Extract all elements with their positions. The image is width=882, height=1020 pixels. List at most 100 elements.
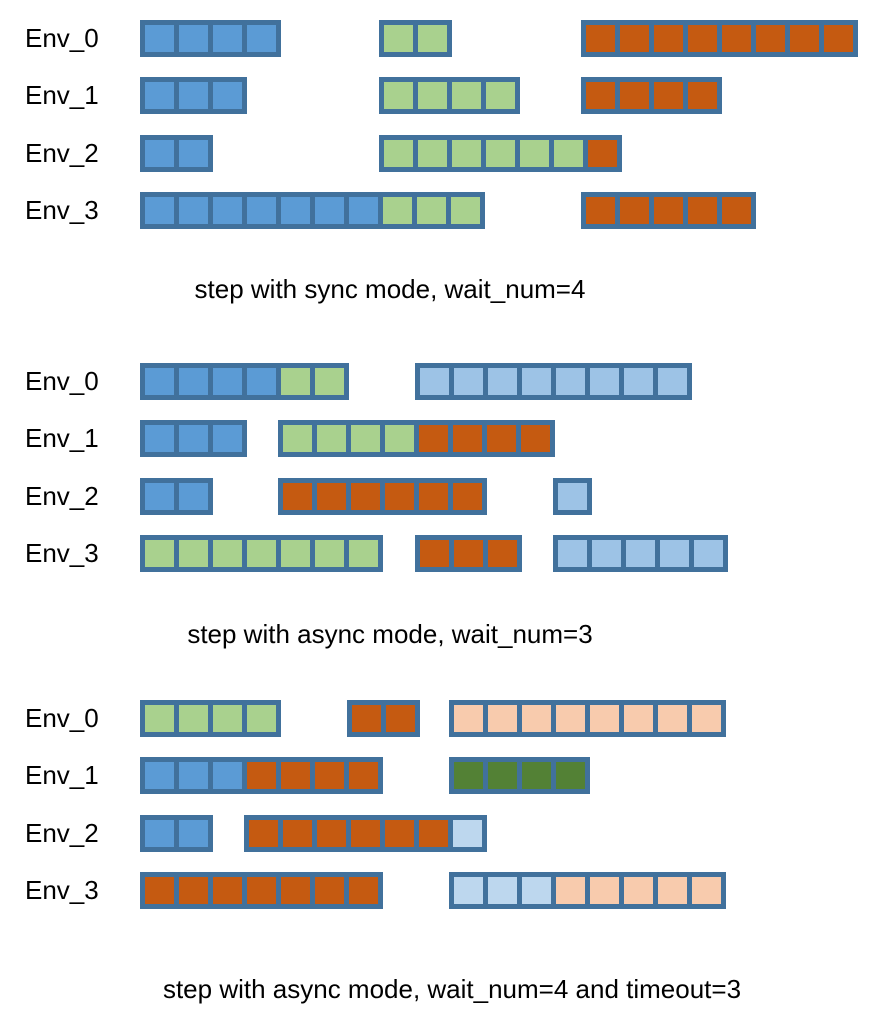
blue-step-cell	[145, 368, 174, 395]
blue-step-cell	[281, 197, 310, 224]
paleblue-step-cell	[488, 877, 517, 904]
orange-step-cell	[386, 705, 415, 732]
step-bar	[278, 478, 487, 515]
blue-step-cell	[179, 425, 208, 452]
orange-step-cell	[247, 762, 276, 789]
orange-step-cell	[586, 25, 615, 52]
env-row: Env_3	[0, 192, 882, 229]
blue-step-cell	[247, 368, 276, 395]
lightblue-step-cell	[694, 540, 723, 567]
env-label: Env_3	[25, 195, 99, 225]
orange-step-cell	[453, 483, 482, 510]
orange-step-cell	[654, 25, 683, 52]
orange-step-cell	[756, 25, 785, 52]
green-step-cell	[281, 540, 310, 567]
peach-step-cell	[624, 705, 653, 732]
step-bar	[140, 478, 213, 515]
orange-step-cell	[722, 197, 751, 224]
lightblue-step-cell	[558, 540, 587, 567]
blue-step-cell	[179, 483, 208, 510]
step-bar	[581, 20, 858, 57]
step-bar	[140, 20, 281, 57]
env-row: Env_1	[0, 757, 882, 794]
orange-step-cell	[688, 25, 717, 52]
blue-step-cell	[315, 197, 344, 224]
orange-step-cell	[349, 877, 378, 904]
blue-step-cell	[213, 368, 242, 395]
green-step-cell	[384, 82, 413, 109]
green-step-cell	[351, 425, 380, 452]
orange-step-cell	[351, 820, 380, 847]
lightblue-step-cell	[592, 540, 621, 567]
darkgreen-step-cell	[556, 762, 585, 789]
blue-step-cell	[145, 82, 174, 109]
orange-step-cell	[688, 82, 717, 109]
step-bar	[379, 77, 520, 114]
blue-step-cell	[247, 25, 276, 52]
orange-step-cell	[247, 877, 276, 904]
env-label: Env_3	[25, 875, 99, 905]
green-step-cell	[452, 82, 481, 109]
peach-step-cell	[454, 705, 483, 732]
blue-step-cell	[145, 425, 174, 452]
green-step-cell	[283, 425, 312, 452]
green-step-cell	[418, 140, 447, 167]
green-step-cell	[349, 540, 378, 567]
green-step-cell	[452, 140, 481, 167]
step-bar	[347, 700, 420, 737]
peach-step-cell	[590, 705, 619, 732]
orange-step-cell	[654, 197, 683, 224]
blue-step-cell	[213, 762, 242, 789]
lightblue-step-cell	[556, 368, 585, 395]
env-row: Env_3	[0, 535, 882, 572]
orange-step-cell	[145, 877, 174, 904]
env-label: Env_2	[25, 138, 99, 168]
green-step-cell	[486, 82, 515, 109]
env-label: Env_3	[25, 538, 99, 568]
blue-step-cell	[145, 820, 174, 847]
blue-step-cell	[179, 762, 208, 789]
blue-step-cell	[179, 197, 208, 224]
step-bar	[449, 872, 726, 909]
green-step-cell	[451, 197, 480, 224]
green-step-cell	[247, 705, 276, 732]
env-label: Env_0	[25, 23, 99, 53]
orange-step-cell	[352, 705, 381, 732]
env-label: Env_0	[25, 366, 99, 396]
blue-step-cell	[145, 483, 174, 510]
lightblue-step-cell	[626, 540, 655, 567]
orange-step-cell	[654, 82, 683, 109]
lightblue-step-cell	[522, 368, 551, 395]
green-step-cell	[384, 140, 413, 167]
orange-step-cell	[487, 425, 516, 452]
lightblue-step-cell	[454, 368, 483, 395]
orange-step-cell	[521, 425, 550, 452]
lightblue-step-cell	[590, 368, 619, 395]
green-step-cell	[281, 368, 310, 395]
orange-step-cell	[620, 197, 649, 224]
orange-step-cell	[249, 820, 278, 847]
env-label: Env_2	[25, 481, 99, 511]
blue-step-cell	[145, 762, 174, 789]
env-label: Env_2	[25, 818, 99, 848]
orange-step-cell	[213, 877, 242, 904]
green-step-cell	[383, 197, 412, 224]
orange-step-cell	[283, 820, 312, 847]
paleblue-step-cell	[454, 877, 483, 904]
step-bar	[449, 757, 590, 794]
peach-step-cell	[624, 877, 653, 904]
darkgreen-step-cell	[454, 762, 483, 789]
green-step-cell	[179, 540, 208, 567]
green-step-cell	[520, 140, 549, 167]
env-row: Env_0	[0, 363, 882, 400]
darkgreen-step-cell	[522, 762, 551, 789]
orange-step-cell	[454, 540, 483, 567]
orange-step-cell	[420, 540, 449, 567]
env-row: Env_0	[0, 20, 882, 57]
orange-step-cell	[419, 483, 448, 510]
peach-step-cell	[556, 877, 585, 904]
blue-step-cell	[179, 368, 208, 395]
green-step-cell	[385, 425, 414, 452]
orange-step-cell	[453, 425, 482, 452]
